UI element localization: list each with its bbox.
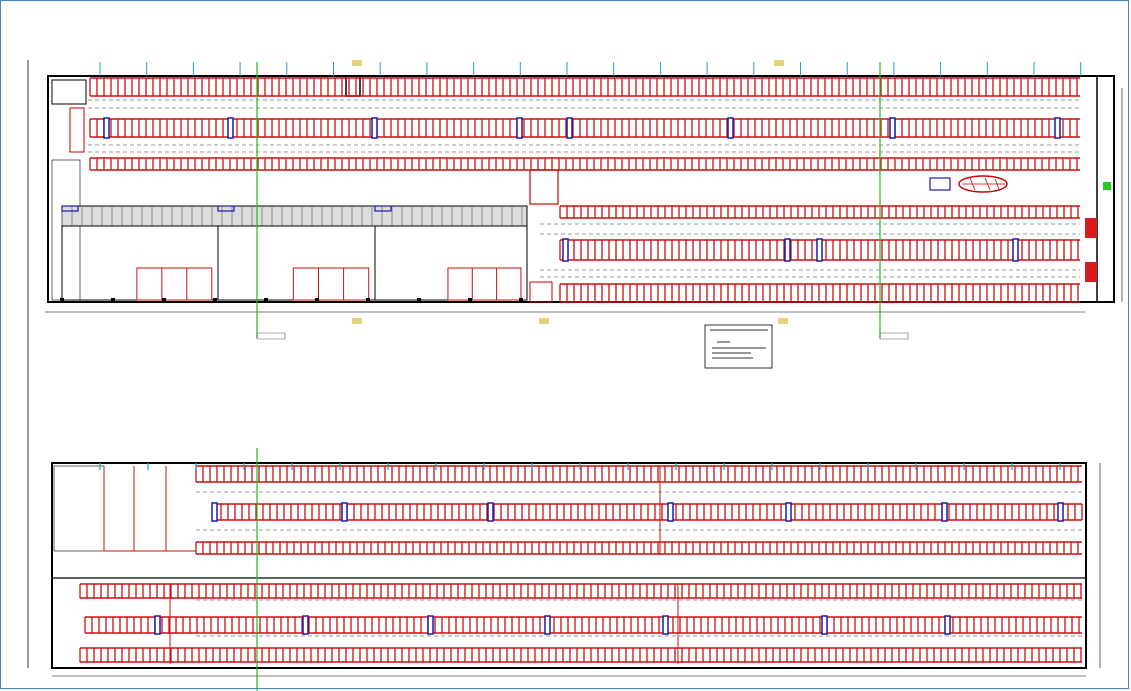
yellow-marker	[778, 318, 788, 324]
dock-block	[529, 169, 559, 205]
rack-frame	[784, 238, 791, 262]
upper-mid-block	[345, 75, 361, 97]
rack-frame	[941, 502, 948, 522]
rack-frame	[667, 502, 674, 522]
office-room	[61, 225, 219, 301]
upper-aisle-lines	[88, 99, 1080, 278]
rack-row	[559, 205, 1080, 219]
arrow-icon	[256, 332, 909, 340]
rack-frame	[487, 502, 494, 522]
legend-frame	[704, 324, 773, 369]
rack-frame	[662, 615, 669, 635]
rack-frame	[821, 615, 828, 635]
rack-frame	[889, 117, 896, 139]
rack-row	[195, 541, 1082, 555]
upper-rack-rows	[89, 77, 1080, 303]
upper-left-stairs	[69, 107, 85, 153]
office-frame-marker	[61, 205, 79, 212]
column-base	[519, 298, 523, 302]
rack-frame	[1057, 502, 1064, 522]
column-base	[468, 298, 472, 302]
rack-frame	[566, 117, 573, 139]
column-base	[213, 298, 217, 302]
office-frame-marker	[217, 205, 235, 212]
dock-block-lower	[529, 281, 553, 303]
rack-frame	[516, 117, 523, 139]
upper-yellow-markers	[352, 60, 788, 324]
upper-office-blocks	[61, 205, 528, 301]
column-base	[417, 298, 421, 302]
legend-box	[704, 324, 773, 369]
rack-frame	[544, 615, 551, 635]
upper-right-wall	[1096, 75, 1115, 303]
rack-row	[89, 117, 1080, 139]
rack-frame	[211, 502, 218, 522]
office-inner	[447, 267, 522, 301]
dimension-lines	[27, 60, 1123, 677]
rack-row	[89, 77, 1080, 97]
rack-frame	[341, 502, 348, 522]
lower-left-office	[53, 465, 105, 552]
rack-row	[195, 465, 1082, 483]
yellow-marker	[352, 60, 362, 66]
upper-left-block	[51, 159, 81, 301]
column-base	[60, 298, 64, 302]
office-room	[217, 225, 376, 301]
rack-frame	[562, 238, 569, 262]
column-base	[111, 298, 115, 302]
yellow-marker	[352, 318, 362, 324]
yellow-marker	[539, 318, 549, 324]
rack-frame	[427, 615, 434, 635]
emergency-exit-sign	[1103, 182, 1111, 190]
rack-frame	[785, 502, 792, 522]
rack-frame	[302, 615, 309, 635]
rack-row	[89, 157, 1080, 171]
rack-row	[559, 238, 1080, 262]
column-base	[366, 298, 370, 302]
office-inner	[136, 267, 213, 301]
rack-row	[84, 615, 1082, 635]
column-base	[264, 298, 268, 302]
office-inner	[292, 267, 370, 301]
lower-rack-rows	[79, 465, 1083, 664]
rack-frame	[227, 117, 234, 139]
rack-row	[79, 647, 1082, 663]
office-room	[374, 225, 528, 301]
rack-frame	[371, 117, 378, 139]
rack-frame	[1012, 238, 1019, 262]
rack-row	[559, 283, 1080, 303]
section-lines	[256, 62, 909, 691]
lower-building-outline	[51, 462, 1087, 669]
lower-column-ticks	[99, 463, 1061, 470]
rack-frame	[154, 615, 161, 635]
upper-left-office	[51, 79, 87, 105]
rack-row	[79, 583, 1082, 599]
rack-frame	[1054, 117, 1061, 139]
column-base	[315, 298, 319, 302]
upper-building	[47, 60, 1115, 324]
column-base	[162, 298, 166, 302]
rack-frame	[103, 117, 110, 139]
upper-column-ticks	[60, 62, 1082, 302]
fire-panel-2	[1085, 262, 1097, 282]
lower-building	[51, 462, 1087, 669]
rack-frame	[727, 117, 734, 139]
office-frame-marker	[374, 205, 392, 212]
rack-row	[211, 502, 1083, 522]
forklift-icon	[929, 175, 1008, 193]
yellow-marker	[774, 60, 784, 66]
rack-frame	[816, 238, 823, 262]
fire-panel-1	[1085, 218, 1097, 238]
rack-frame	[944, 615, 951, 635]
